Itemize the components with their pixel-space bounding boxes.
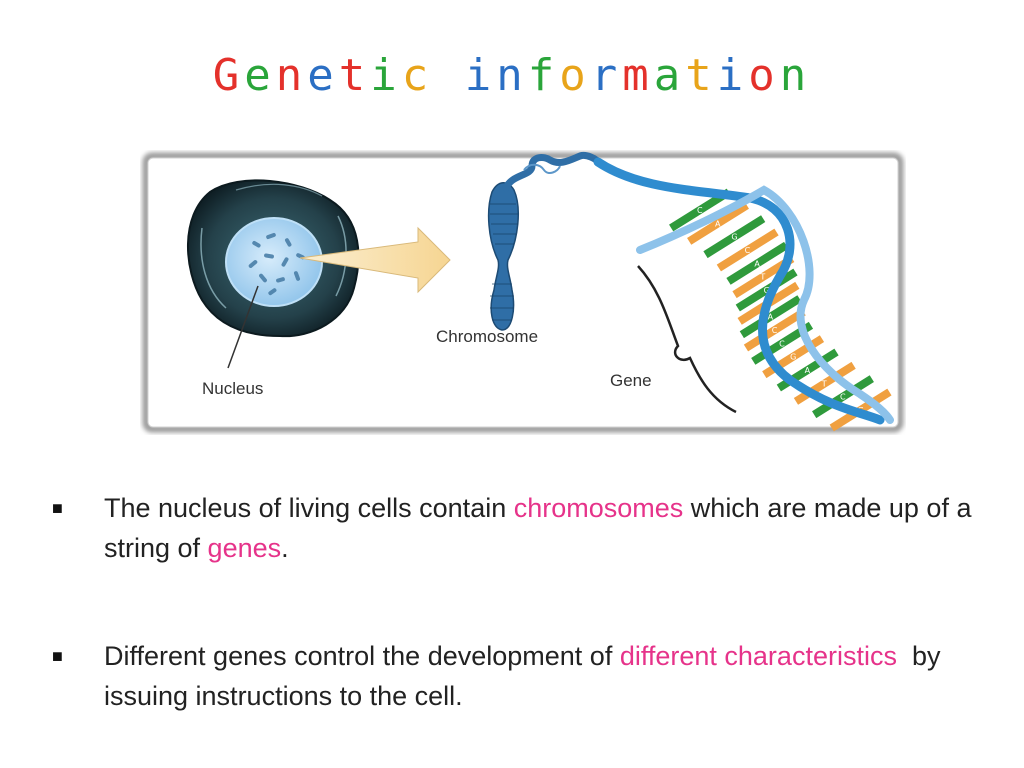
bullet-marker: ■: [52, 498, 63, 518]
base-letter: T: [759, 273, 765, 282]
base-pair-rung: [812, 375, 874, 419]
base-letter: G: [764, 286, 770, 295]
title-letter: i: [716, 50, 749, 101]
title-letter: G: [212, 50, 245, 101]
base-pair-rung: [716, 228, 779, 272]
base-pair-rung: [703, 215, 766, 259]
chromosome-icon: [487, 152, 604, 331]
base-letter: C: [697, 206, 703, 215]
base-pair-rung: [669, 188, 731, 232]
chromosome-label: Chromosome: [436, 327, 538, 346]
base-letter: T: [821, 379, 827, 388]
title-letter: c: [401, 50, 434, 101]
bullet-text-part: which are made up of a string of: [104, 493, 972, 563]
base-letter: A: [805, 366, 811, 375]
base-pair-rung: [726, 241, 789, 285]
base-letter: A: [715, 219, 721, 228]
title-letter: f: [527, 50, 560, 101]
bullet-marker: ■: [52, 646, 63, 666]
cell-dna-illustration: Nucleus Chromosome: [140, 150, 906, 435]
title-letter: m: [622, 50, 654, 101]
base-letter: A: [754, 259, 760, 268]
title-letter: a: [653, 50, 686, 101]
title-letter: r: [590, 50, 623, 101]
title-letter: t: [338, 50, 371, 101]
title-letter: t: [685, 50, 717, 101]
bullet-text: The nucleus of living cells contain chro…: [104, 488, 984, 568]
bullet-text-part: The nucleus of living cells contain: [104, 493, 514, 523]
title-letter: n: [779, 50, 812, 101]
base-pair-rung: [739, 295, 802, 339]
zoom-arrow-icon: [299, 226, 451, 294]
base-letter: G: [790, 353, 796, 362]
title-letter: e: [307, 50, 339, 101]
title-letter: o: [559, 50, 591, 101]
base-letter: C: [745, 246, 751, 255]
bullet-text-part: .: [281, 533, 289, 563]
title-letter: i: [464, 50, 497, 101]
highlight-chromosomes: chromosomes: [513, 493, 684, 523]
title-letter: e: [244, 50, 276, 101]
nucleus-pointer-line: [227, 285, 259, 369]
bullet-text-part: Different genes control the development …: [104, 641, 620, 671]
base-letter: C: [779, 339, 785, 348]
highlight-different-characteristics: different characteristics: [619, 641, 897, 671]
title-letter: i: [370, 50, 402, 101]
slide-title: Genetic information: [0, 48, 1024, 104]
title-letter: n: [275, 50, 308, 101]
bullet-text-part: by issuing instructions to the cell.: [104, 641, 948, 711]
highlight-genes: genes: [207, 533, 282, 563]
title-letter: n: [496, 50, 528, 101]
bullet-text: Different genes control the development …: [104, 636, 984, 716]
base-pair-rung: [732, 255, 795, 299]
nucleus-label: Nucleus: [202, 379, 263, 398]
title-letter: [433, 48, 465, 104]
title-letter: o: [748, 50, 780, 101]
base-letter: C: [772, 326, 778, 335]
base-pair-rung: [687, 201, 749, 245]
base-letter: A: [768, 313, 774, 322]
base-letter: C: [840, 393, 846, 402]
base-letter: G: [731, 233, 737, 242]
gene-bracket-icon: [637, 265, 737, 414]
nucleus-icon: [225, 217, 323, 307]
gene-label: Gene: [610, 371, 652, 390]
